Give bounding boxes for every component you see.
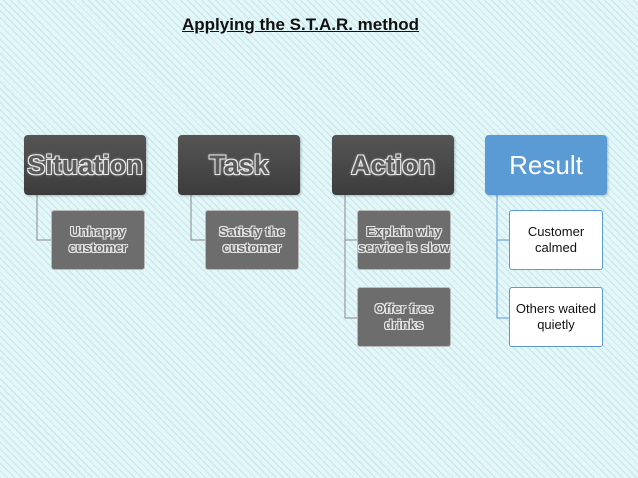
column-action: Action Explain why service is slow Offer… xyxy=(332,135,454,347)
situation-header: Situation xyxy=(24,135,146,195)
column-task: Task Satisfy the customer xyxy=(178,135,300,270)
action-header: Action xyxy=(332,135,454,195)
task-item: Satisfy the customer xyxy=(205,210,299,270)
task-header: Task xyxy=(178,135,300,195)
column-result: Result Customer calmed Others waited qui… xyxy=(485,135,607,347)
column-situation: Situation Unhappy customer xyxy=(24,135,146,270)
result-item: Others waited quietly xyxy=(509,287,603,347)
result-item: Customer calmed xyxy=(509,210,603,270)
result-header: Result xyxy=(485,135,607,195)
action-item: Explain why service is slow xyxy=(357,210,451,270)
slide-title: Applying the S.T.A.R. method xyxy=(182,15,420,34)
situation-item: Unhappy customer xyxy=(51,210,145,270)
action-item: Offer free drinks xyxy=(357,287,451,347)
